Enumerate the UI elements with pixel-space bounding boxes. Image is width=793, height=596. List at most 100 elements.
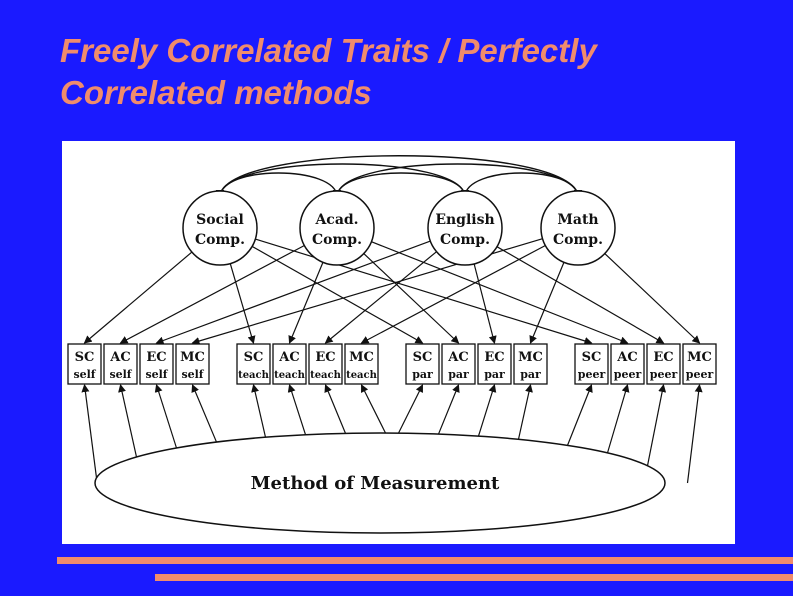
trait-loading-arrow (371, 241, 629, 345)
method-ellipse (94, 432, 666, 534)
method-loading-arrow (118, 384, 138, 458)
correlation-arc (216, 155, 582, 198)
indicator-method-label: self (145, 368, 168, 381)
trait-loading-arrow (229, 263, 256, 344)
indicator-rect (308, 343, 343, 385)
indicator-method-label: peer (686, 368, 714, 381)
indicator-rect (682, 343, 717, 385)
diagram-canvas: SocialComp.Acad.Comp.EnglishComp.MathCom… (67, 155, 717, 534)
indicator-box: EC par (477, 343, 512, 385)
indicator-trait-label: MC (687, 350, 712, 365)
indicator-trait-label: EC (653, 350, 673, 365)
accent-bar-top (57, 557, 793, 564)
indicator-trait-label: SC (75, 350, 95, 365)
trait-loading-arrow (363, 253, 460, 344)
slide-title: Freely Correlated Traits / Perfectly Cor… (60, 30, 760, 114)
indicator-trait-label: EC (146, 350, 166, 365)
trait-label-line2: Comp. (195, 232, 245, 248)
indicator-trait-label: EC (484, 350, 504, 365)
indicator-box: EC teach (308, 343, 343, 385)
indicator-box: MC teach (344, 343, 379, 385)
indicator-box: EC peer (646, 343, 681, 385)
method-loading-arrow (191, 384, 218, 443)
method-loading-arrow (287, 384, 307, 435)
method-loading-arrow (324, 384, 347, 434)
indicator-box: MC self (175, 343, 210, 385)
indicator-rect (344, 343, 379, 385)
method-loadings (81, 384, 703, 484)
trait-circle (540, 190, 616, 266)
trait-label-line2: Comp. (553, 232, 603, 248)
trait-loading-arrow (473, 263, 497, 344)
indicator-rect (67, 343, 102, 385)
indicator-trait-label: MC (349, 350, 374, 365)
method-loading-arrow (360, 384, 387, 434)
indicator-method-label: self (73, 368, 96, 381)
indicator-rect (175, 343, 210, 385)
trait-label-line1: English (435, 212, 494, 228)
trait-loading-arrow (360, 244, 546, 344)
method-loading-arrow (251, 384, 267, 438)
correlation-arc (461, 172, 582, 198)
trait-label-line1: Acad. (314, 212, 358, 228)
indicator-method-label: teach (238, 370, 270, 381)
method-loading-arrow (477, 384, 497, 437)
indicator-method-label: par (448, 368, 469, 381)
indicator-trait-label: MC (518, 350, 543, 365)
trait-loading-arrow (155, 240, 431, 345)
indicator-rect (236, 343, 271, 385)
indicator-method-label: teach (346, 370, 378, 381)
trait-loading-arrow (255, 238, 593, 345)
method-loading-arrow (437, 384, 460, 435)
indicator-trait-label: AC (109, 350, 130, 365)
indicator-trait-label: SC (413, 350, 433, 365)
trait-loading-arrow (604, 253, 701, 344)
accent-bar-bottom (155, 574, 793, 581)
slide-title-line-1: Freely Correlated Traits / Perfectly (60, 32, 597, 69)
indicator-trait-label: SC (582, 350, 602, 365)
indicator-rect (139, 343, 174, 385)
indicator-rect (441, 343, 476, 385)
trait-loading-arrow (288, 262, 324, 344)
trait-loading-arrow (83, 251, 193, 344)
indicator-trait-label: SC (244, 350, 264, 365)
trait-circle (299, 190, 375, 266)
indicator-rect (513, 343, 548, 385)
indicator-method-label: peer (650, 368, 678, 381)
indicator-boxes: SCselfACselfECselfMCselfSCteachACteachEC… (67, 343, 717, 385)
trait-loadings (83, 238, 701, 345)
trait-label-line1: Math (557, 212, 598, 228)
indicator-box: SC self (67, 343, 102, 385)
trait-label-line1: Social (196, 212, 244, 228)
trait-loading-arrow (324, 251, 437, 344)
indicator-trait-label: AC (278, 350, 299, 365)
indicator-box: EC self (139, 343, 174, 385)
method-loading-arrow (566, 384, 593, 446)
trait-factors: SocialComp.Acad.Comp.EnglishComp.MathCom… (182, 190, 616, 266)
method-factor: Method of Measurement (94, 432, 666, 534)
trait-label-line2: Comp. (440, 232, 490, 248)
method-loading-arrow (606, 384, 630, 454)
indicator-method-label: par (484, 368, 505, 381)
indicator-trait-label: EC (315, 350, 335, 365)
indicator-trait-label: MC (180, 350, 205, 365)
correlation-arc (333, 172, 469, 198)
indicator-trait-label: AC (616, 350, 637, 365)
indicator-rect (574, 343, 609, 385)
correlation-arc (333, 163, 582, 198)
trait-loading-arrow (496, 246, 665, 344)
trait-loading-arrow (529, 262, 565, 344)
trait-loading-arrow (251, 245, 424, 344)
indicator-method-label: teach (310, 370, 342, 381)
indicator-method-label: self (181, 368, 204, 381)
indicator-rect (610, 343, 645, 385)
